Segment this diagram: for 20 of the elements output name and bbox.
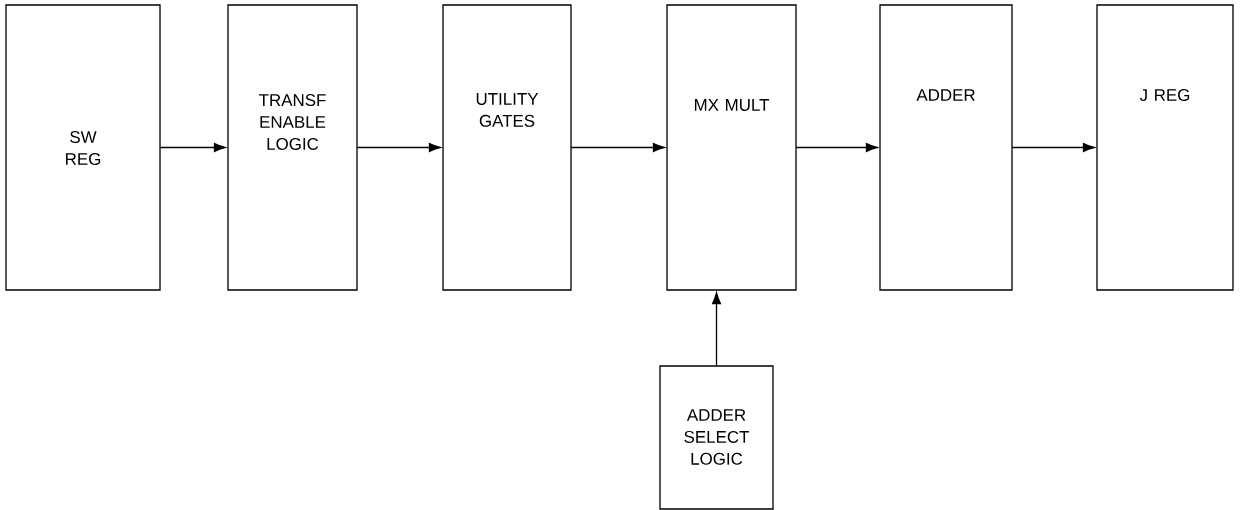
block-label: ADDER SELECT LOGIC	[684, 409, 750, 465]
arrow	[570, 142, 665, 152]
block-box	[1096, 4, 1234, 291]
block-label: TRANSF ENABLE LOGIC	[259, 94, 326, 150]
block-box	[659, 365, 774, 510]
block-box	[5, 4, 161, 291]
block-label: SW REG	[66, 131, 101, 165]
arrow	[795, 142, 878, 152]
block-label: J REG	[1139, 89, 1190, 101]
arrow	[712, 292, 722, 367]
block-label: ADDER	[916, 89, 975, 101]
block-box	[442, 4, 572, 291]
arrow	[159, 142, 226, 152]
block-box	[879, 4, 1013, 291]
block-label: UTILITY GATES	[476, 93, 539, 127]
block-label: MX MULT	[694, 99, 770, 111]
block-box	[666, 4, 797, 291]
arrow	[356, 142, 441, 152]
block-box	[227, 4, 358, 291]
arrow	[1011, 142, 1095, 152]
